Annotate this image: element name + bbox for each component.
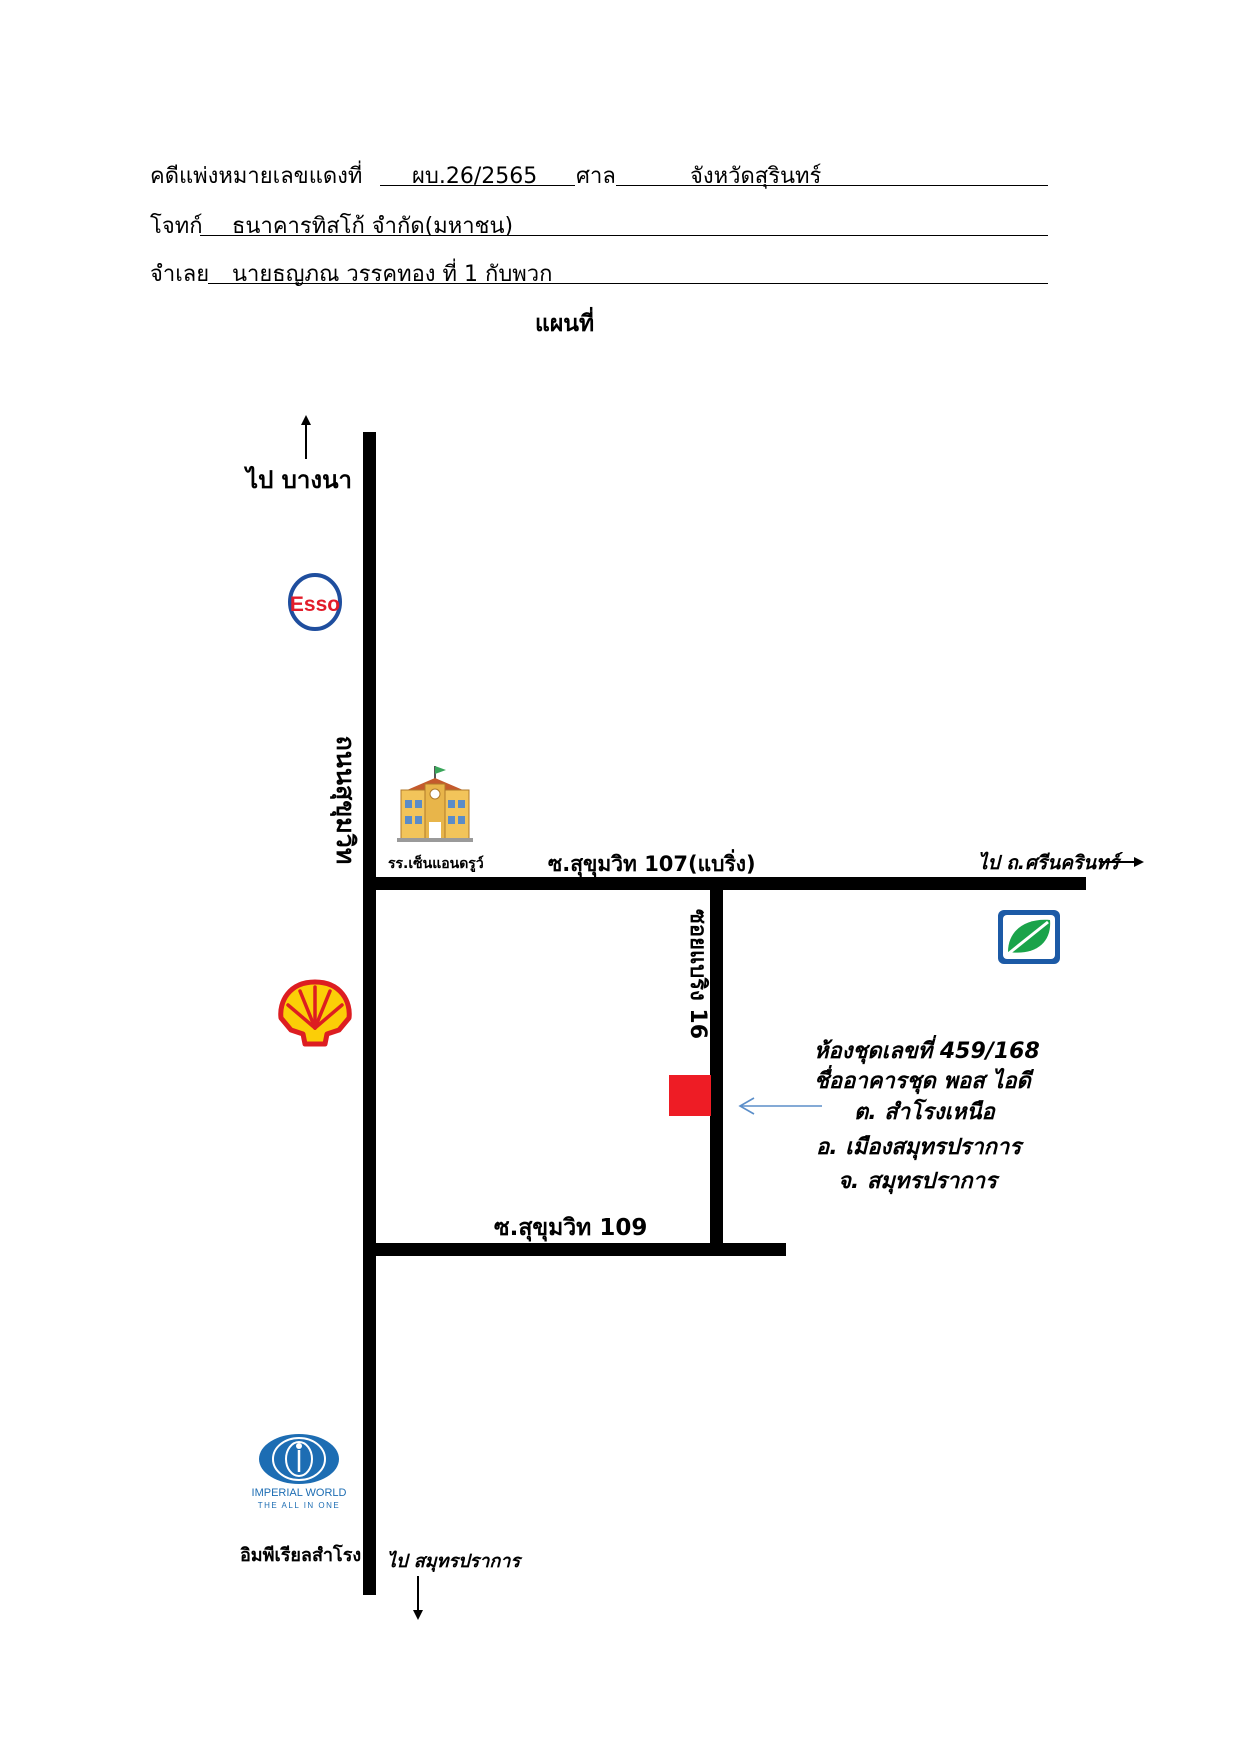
target-address-line3: ต. สำโรงเหนือ xyxy=(854,1100,995,1125)
imperial-label: อิมพีเรียลสำโรง xyxy=(240,1545,362,1566)
school-label: รร.เซ็นแอนดรูว์ xyxy=(388,856,484,872)
south-arrow-icon xyxy=(413,1576,423,1620)
soi-bearing-16-road xyxy=(710,885,723,1245)
plaintiff-name: ธนาคารทิสโก้ จำกัด(มหาชน) xyxy=(232,214,514,239)
esso-logo-icon: Esso xyxy=(288,573,342,631)
case-number-line: คดีแพ่งหมายเลขแดงที่ ผบ.26/2565 ศาล จังห… xyxy=(150,158,1050,194)
sukhumvit-road-label: ถนนสุขุมวิท xyxy=(331,735,360,865)
north-arrow-icon xyxy=(301,415,311,459)
target-address-line5: จ. สมุทรปราการ xyxy=(838,1169,997,1194)
soi-107-label: ซ.สุขุมวิท 107(แบริ่ง) xyxy=(548,852,756,876)
defendant-name: นายธญภณ วรรคทอง ที่ 1 กับพวก xyxy=(232,262,553,287)
plaintiff-line: โจทก์ ธนาคารทิสโก้ จำกัด(มหาชน) xyxy=(150,208,1050,244)
court-name: จังหวัดสุรินทร์ xyxy=(690,164,822,189)
defendant-line: จำเลย นายธญภณ วรรคทอง ที่ 1 กับพวก xyxy=(150,256,1050,292)
imperial-world-logo-icon: IMPERIAL WORLD THE ALL IN ONE xyxy=(252,1434,347,1510)
east-destination-label: ไป ถ.ศรีนครินทร์ xyxy=(978,852,1119,874)
sukhumvit-road xyxy=(363,432,376,1595)
soi-107-road xyxy=(370,877,1086,890)
east-arrow-icon xyxy=(1100,857,1144,867)
bangchak-logo-icon xyxy=(998,910,1060,964)
target-pointer-arrow-icon xyxy=(738,1097,822,1115)
school-building-icon xyxy=(397,766,473,842)
case-number-label: คดีแพ่งหมายเลขแดงที่ xyxy=(150,164,363,189)
target-address-line4: อ. เมืองสมุทรปราการ xyxy=(816,1135,1022,1160)
target-address-line1: ห้องชุดเลขที่ 459/168 xyxy=(814,1039,1040,1064)
case-number-value: ผบ.26/2565 xyxy=(412,164,538,189)
plaintiff-label: โจทก์ xyxy=(150,214,203,239)
imperial-logo-line2: THE ALL IN ONE xyxy=(258,1501,341,1510)
south-destination-label: ไป สมุทรปราการ xyxy=(387,1551,521,1572)
court-label: ศาล xyxy=(576,164,616,189)
shell-logo-icon xyxy=(278,979,352,1047)
target-address-line2: ชื่ออาคารชุด พอส ไอดี xyxy=(814,1069,1031,1094)
target-location-marker xyxy=(669,1075,711,1116)
document-title: แผนที่ xyxy=(535,311,595,337)
esso-logo-text: Esso xyxy=(290,593,340,616)
defendant-label: จำเลย xyxy=(150,262,210,287)
north-destination-label: ไป บางนา xyxy=(246,466,352,494)
imperial-logo-line1: IMPERIAL WORLD xyxy=(252,1487,347,1499)
soi-109-road xyxy=(370,1243,786,1256)
soi-109-label: ซ.สุขุมวิท 109 xyxy=(494,1215,648,1241)
soi-bearing-16-label: ซอยแบริ่ง 16 xyxy=(685,908,710,1039)
